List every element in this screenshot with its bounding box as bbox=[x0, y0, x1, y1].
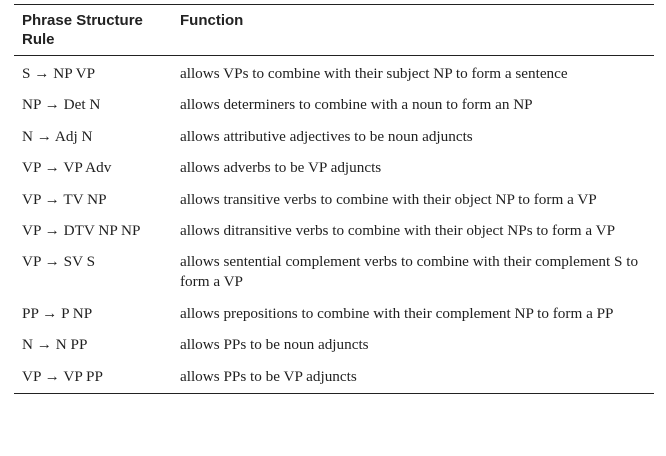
table-row: N → N PP allows PPs to be noun adjuncts bbox=[14, 335, 654, 355]
rule-cell: NP → Det N bbox=[22, 96, 101, 114]
table-row: VP → DTV NP NP allows ditransitive verbs… bbox=[14, 221, 654, 241]
function-cell: allows ditransitive verbs to combine wit… bbox=[180, 221, 616, 239]
rule-cell: VP → VP Adv bbox=[22, 159, 112, 177]
header-cell-function: Function bbox=[180, 11, 654, 49]
rule-cell: N → Adj N bbox=[22, 127, 93, 145]
table-row: VP → VP Adv allows adverbs to be VP adju… bbox=[14, 158, 654, 178]
table-row: VP → VP PP allows PPs to be VP adjuncts bbox=[14, 367, 654, 387]
function-cell: allows adverbs to be VP adjuncts bbox=[180, 159, 382, 177]
function-cell: allows transitive verbs to combine with … bbox=[180, 190, 597, 208]
function-cell: allows sentential complement verbs to co… bbox=[180, 253, 639, 291]
table-header: Phrase Structure Rule Function bbox=[14, 5, 654, 55]
table-row: VP → TV NP allows transitive verbs to co… bbox=[14, 190, 654, 210]
rule-cell: PP → P NP bbox=[22, 304, 93, 322]
header-rule bbox=[14, 55, 654, 56]
function-cell: allows PPs to be VP adjuncts bbox=[180, 367, 357, 385]
rule-cell: VP → DTV NP NP bbox=[22, 221, 141, 239]
rule-cell: VP → VP PP bbox=[22, 367, 103, 385]
table-row: VP → SV S allows sentential complement v… bbox=[14, 252, 654, 292]
top-rule bbox=[14, 4, 654, 5]
table-body: S → NP VP allows VPs to combine with the… bbox=[14, 56, 654, 393]
bottom-rule bbox=[14, 392, 654, 394]
rule-cell: S → NP VP bbox=[22, 65, 96, 82]
function-cell: allows VPs to combine with their subject… bbox=[180, 65, 568, 82]
function-cell: allows attributive adjectives to be noun… bbox=[180, 127, 473, 145]
header-rule-label: Phrase Structure Rule bbox=[22, 12, 143, 48]
function-cell: allows PPs to be noun adjuncts bbox=[180, 336, 369, 354]
function-cell: allows determiners to combine with a nou… bbox=[180, 96, 533, 114]
rule-cell: N → N PP bbox=[22, 336, 88, 354]
table-row: NP → Det N allows determiners to combine… bbox=[14, 95, 654, 115]
rule-cell: VP → TV NP bbox=[22, 190, 107, 208]
rule-cell: VP → SV S bbox=[22, 253, 96, 271]
header-function-label: Function bbox=[180, 12, 244, 29]
phrase-structure-table: Phrase Structure Rule Function S → NP VP… bbox=[14, 4, 654, 394]
header-cell-rule: Phrase Structure Rule bbox=[14, 11, 180, 49]
table-row: PP → P NP allows prepositions to combine… bbox=[14, 304, 654, 324]
table-row: N → Adj N allows attributive adjectives … bbox=[14, 127, 654, 147]
function-cell: allows prepositions to combine with thei… bbox=[180, 304, 614, 322]
table-row: S → NP VP allows VPs to combine with the… bbox=[14, 64, 654, 84]
